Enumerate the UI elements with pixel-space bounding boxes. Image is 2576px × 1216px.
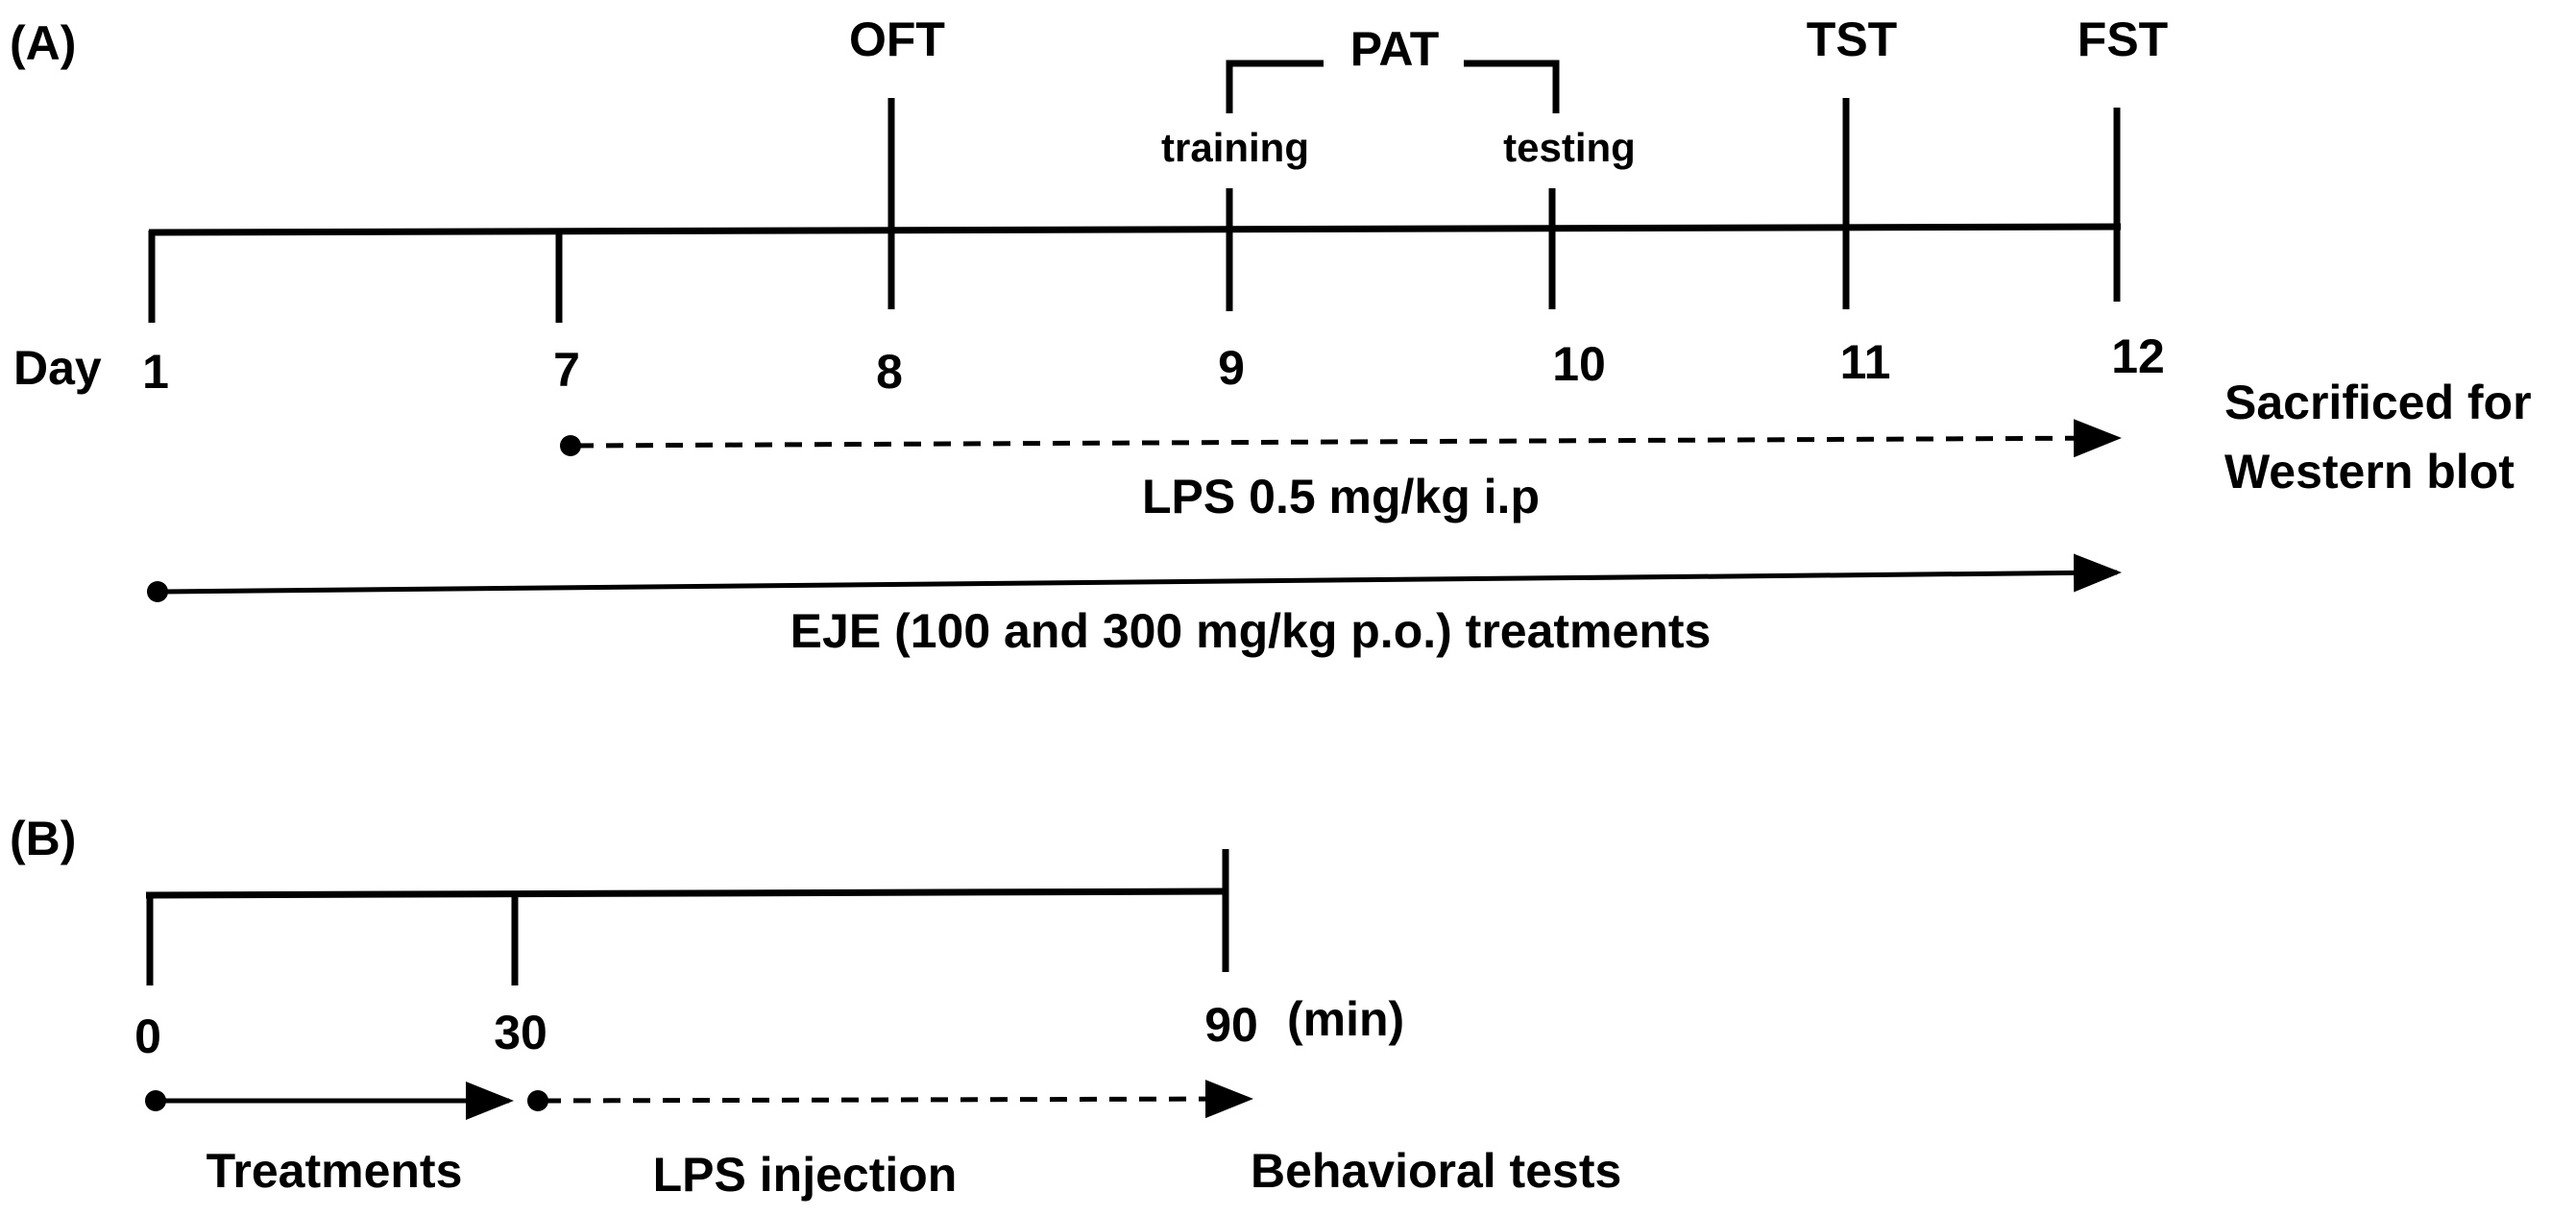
- panel-a-timeline-axis: [148, 223, 2122, 236]
- eje-start-dot: [147, 581, 168, 602]
- sacrificed-label-line2: Western blot: [2224, 445, 2515, 499]
- label-pat: PAT: [1350, 22, 1440, 76]
- day-1-label: 1: [142, 345, 169, 399]
- lps-injection-dashed-arrow: [543, 1080, 1253, 1119]
- day-8-label: 8: [876, 345, 903, 399]
- panel-b-timeline-axis: [145, 888, 1228, 899]
- time-30-label: 30: [494, 1006, 547, 1059]
- label-oft: OFT: [849, 12, 945, 66]
- panel-a: (A) OFT PAT training testing TST FST Day…: [10, 12, 2532, 658]
- day-axis-label: Day: [13, 341, 102, 395]
- lps-injection-label: LPS injection: [653, 1148, 958, 1202]
- day-10-label: 10: [1552, 337, 1606, 391]
- eje-treatment-label: EJE (100 and 300 mg/kg p.o.) treatments: [790, 604, 1712, 658]
- time-unit-label: (min): [1287, 992, 1404, 1046]
- sacrificed-label-line1: Sacrificed for: [2224, 376, 2532, 429]
- pat-bracket: [1226, 60, 1324, 113]
- lps-start-dot: [560, 435, 581, 456]
- eje-solid-arrow: [162, 553, 2122, 595]
- panel-a-label: (A): [10, 16, 76, 70]
- day-11-label: 11: [1840, 335, 1891, 389]
- lps-dashed-arrow: [575, 419, 2122, 458]
- treatments-start-dot: [145, 1090, 166, 1111]
- panel-b-label: (B): [10, 812, 76, 865]
- pat-bracket-right: [1464, 60, 1560, 113]
- day-7-label: 7: [553, 343, 580, 397]
- label-fst: FST: [2078, 12, 2168, 66]
- panel-b: (B) 0 30 90 (min) Treatments LPS injecti…: [10, 812, 1621, 1202]
- time-90-label: 90: [1204, 998, 1258, 1052]
- lps-injection-start-dot: [527, 1090, 548, 1111]
- lps-dose-label: LPS 0.5 mg/kg i.p: [1142, 470, 1540, 523]
- label-tst: TST: [1807, 12, 1897, 66]
- time-0-label: 0: [134, 1009, 161, 1063]
- day-9-label: 9: [1218, 341, 1245, 395]
- day-12-label: 12: [2111, 329, 2165, 383]
- behavioral-tests-label: Behavioral tests: [1251, 1144, 1621, 1198]
- label-pat-training: training: [1161, 125, 1309, 170]
- treatments-label: Treatments: [207, 1144, 463, 1198]
- label-pat-testing: testing: [1503, 125, 1636, 170]
